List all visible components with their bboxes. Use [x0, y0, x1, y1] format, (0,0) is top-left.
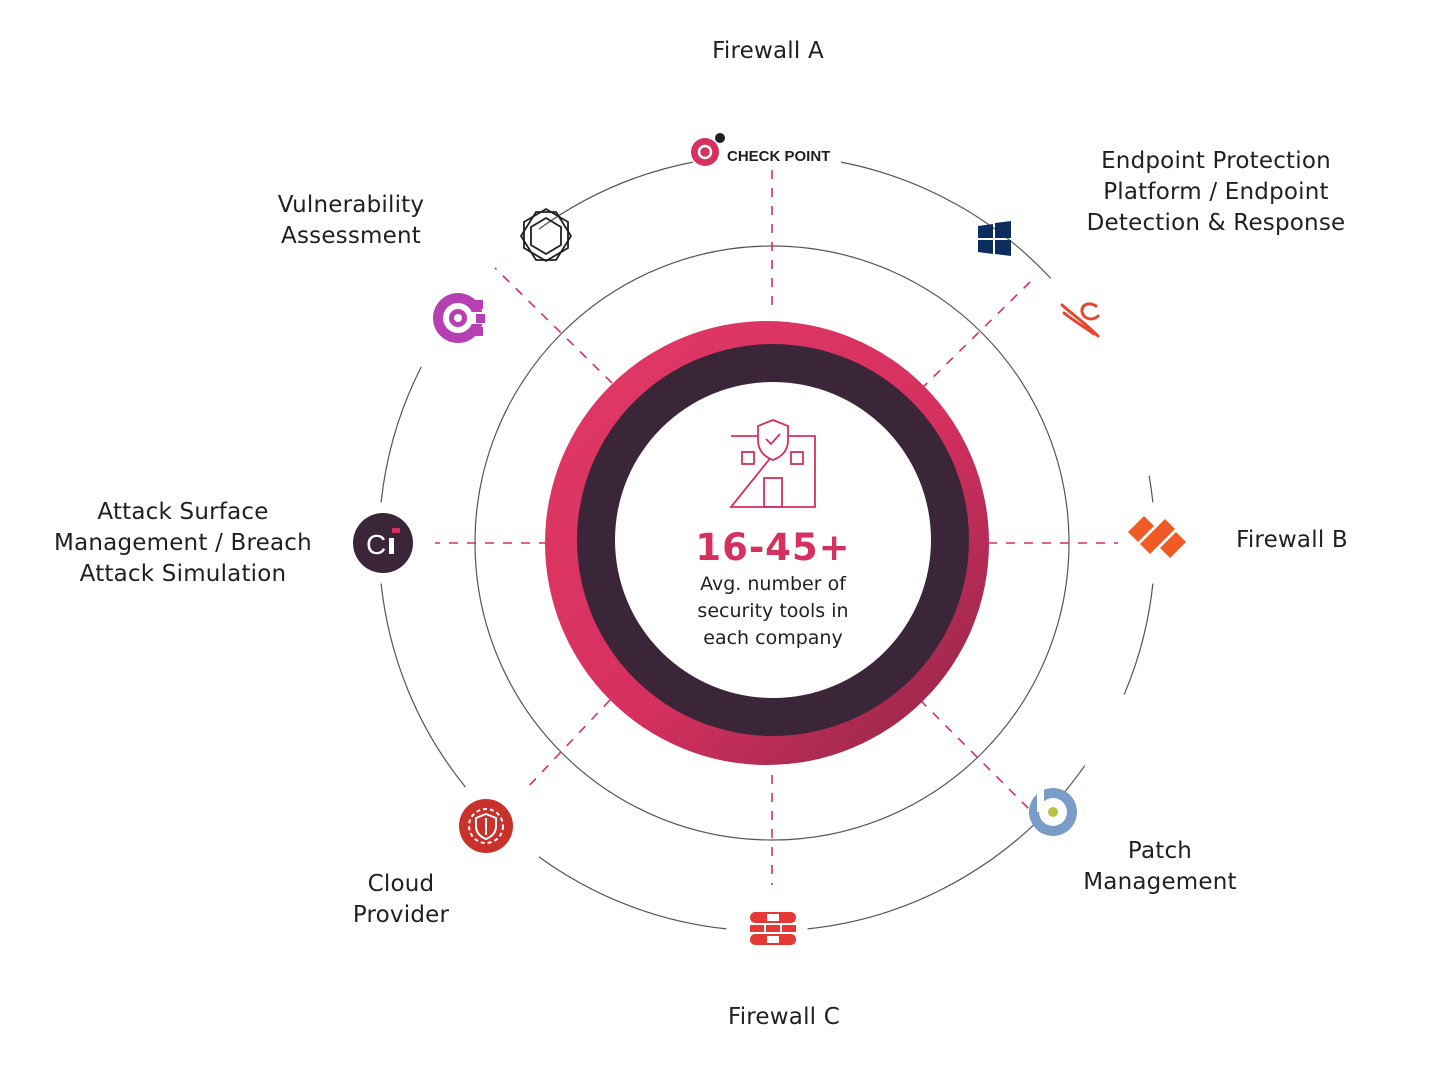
ci-logo-icon: C [353, 513, 413, 573]
hexagon-logo-icon [519, 207, 573, 263]
stat-value: 16-45+ [695, 526, 851, 569]
target-gear-logo-icon [433, 293, 486, 343]
center-white-disc [615, 382, 931, 698]
checkpoint-logo-icon: CHECK POINT [691, 133, 830, 166]
secure-building-icon [729, 419, 816, 508]
label-attack-surface: Attack Surface Management / Breach Attac… [54, 499, 312, 587]
label-firewall-c: Firewall C [727, 1004, 841, 1030]
label-endpoint: Endpoint Protection Platform / Endpoint … [1086, 148, 1346, 236]
label-firewall-a: Firewall A [712, 38, 824, 64]
stat-caption: Avg. number of security tools in each co… [697, 573, 849, 649]
dashed-spoke [524, 699, 611, 791]
outer-ring-arc [1123, 583, 1154, 695]
dashed-spokes [435, 170, 1118, 885]
label-cloud: Cloud Provider [352, 871, 450, 928]
label-firewall-b: Firewall B [1236, 527, 1348, 553]
outer-ring-arc [380, 366, 422, 503]
shield-gear-logo-icon [459, 799, 513, 853]
label-patch: Patch Management [1083, 838, 1237, 895]
outer-ring-arc [538, 856, 727, 930]
outer-ring-arc [538, 161, 694, 230]
windows-logo-icon [978, 221, 1011, 256]
outer-ring-arc [380, 583, 466, 788]
checkpoint-wordmark: CHECK POINT [727, 148, 830, 165]
dashed-spoke [919, 281, 1031, 391]
fortinet-logo-icon [750, 912, 796, 945]
paloalto-logo-icon [1128, 516, 1186, 558]
outer-ring-arc [840, 161, 1052, 279]
b-logo-icon [1029, 788, 1077, 836]
svg-text:C: C [366, 529, 386, 560]
crowdstrike-logo-icon [1060, 302, 1100, 338]
center-stat-block: 16-45+ Avg. number of security tools in … [643, 526, 903, 652]
dashed-spoke [494, 267, 613, 384]
outer-ring-arc [1148, 475, 1154, 503]
dashed-spoke [919, 699, 1031, 811]
label-vulnerability: Vulnerability Assessment [277, 192, 425, 249]
